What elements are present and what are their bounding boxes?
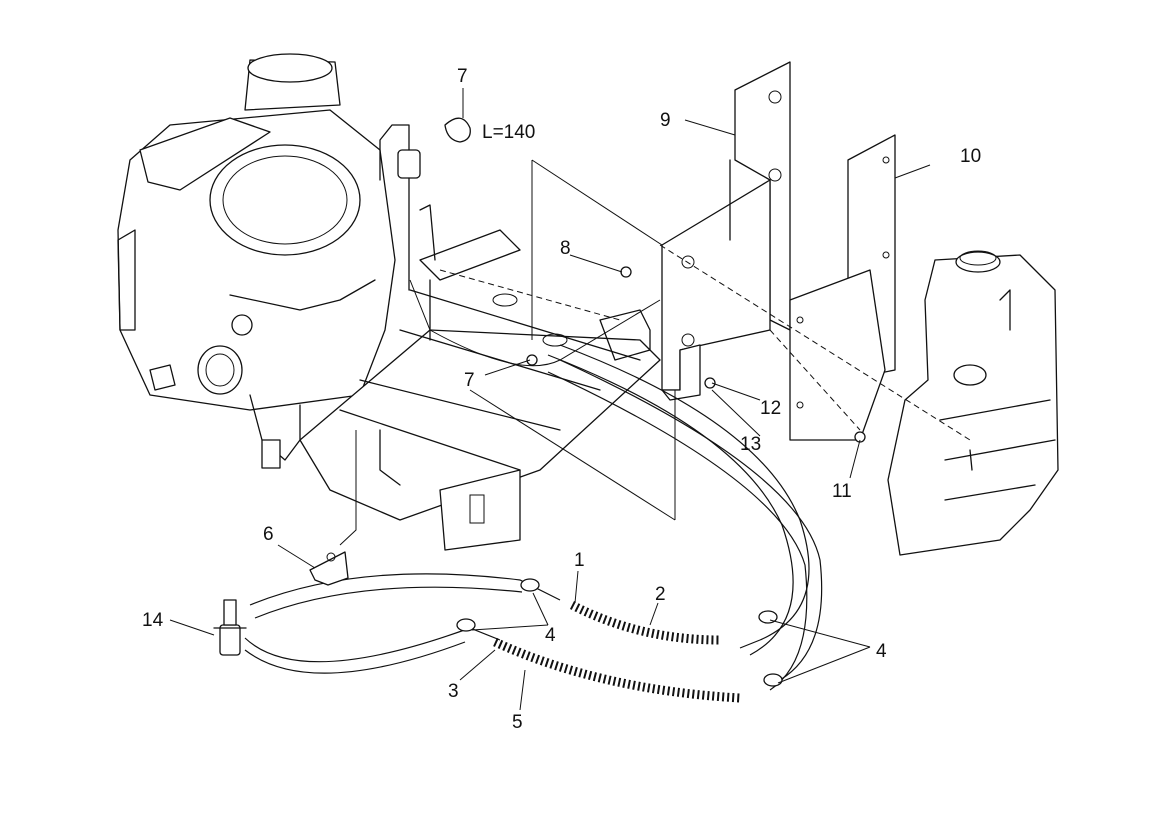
callout-9: 9	[660, 110, 671, 131]
hose-clamp-7-top	[444, 117, 471, 143]
callout-6: 6	[263, 524, 274, 545]
dimension-note: L=140	[482, 122, 535, 143]
callout-13: 13	[740, 434, 761, 455]
bracket-6	[309, 551, 349, 586]
inline-fuel-filter	[379, 124, 421, 291]
panel-10	[789, 134, 896, 441]
assembly-lines	[339, 159, 971, 546]
callout-14: 14	[142, 610, 164, 631]
callout-7-middle: 7	[464, 370, 475, 391]
callout-12: 12	[760, 398, 781, 419]
callout-11: 11	[832, 481, 852, 502]
fuel-hoses	[244, 344, 823, 703]
callout-4-left: 4	[545, 625, 556, 646]
fuel-cock-14	[213, 599, 247, 656]
callout-3: 3	[448, 681, 459, 702]
callout-7-top: 7	[457, 66, 468, 87]
engine	[117, 53, 396, 469]
callout-8: 8	[560, 238, 571, 259]
callout-2: 2	[655, 584, 666, 605]
callout-5: 5	[512, 712, 523, 733]
panel-9	[661, 61, 791, 401]
callout-10: 10	[960, 146, 981, 167]
callout-1: 1	[574, 550, 585, 571]
leader-lines	[169, 88, 931, 711]
callout-4-right: 4	[876, 641, 887, 662]
chassis-frame	[299, 204, 661, 551]
callout-labels: 7 L=140 9 10 8 7 12 13 11 6 1 2 14 4 4 3…	[142, 66, 981, 733]
hose-clamps-4	[456, 578, 783, 687]
fuel-tank	[887, 250, 1059, 556]
fasteners	[526, 266, 866, 443]
